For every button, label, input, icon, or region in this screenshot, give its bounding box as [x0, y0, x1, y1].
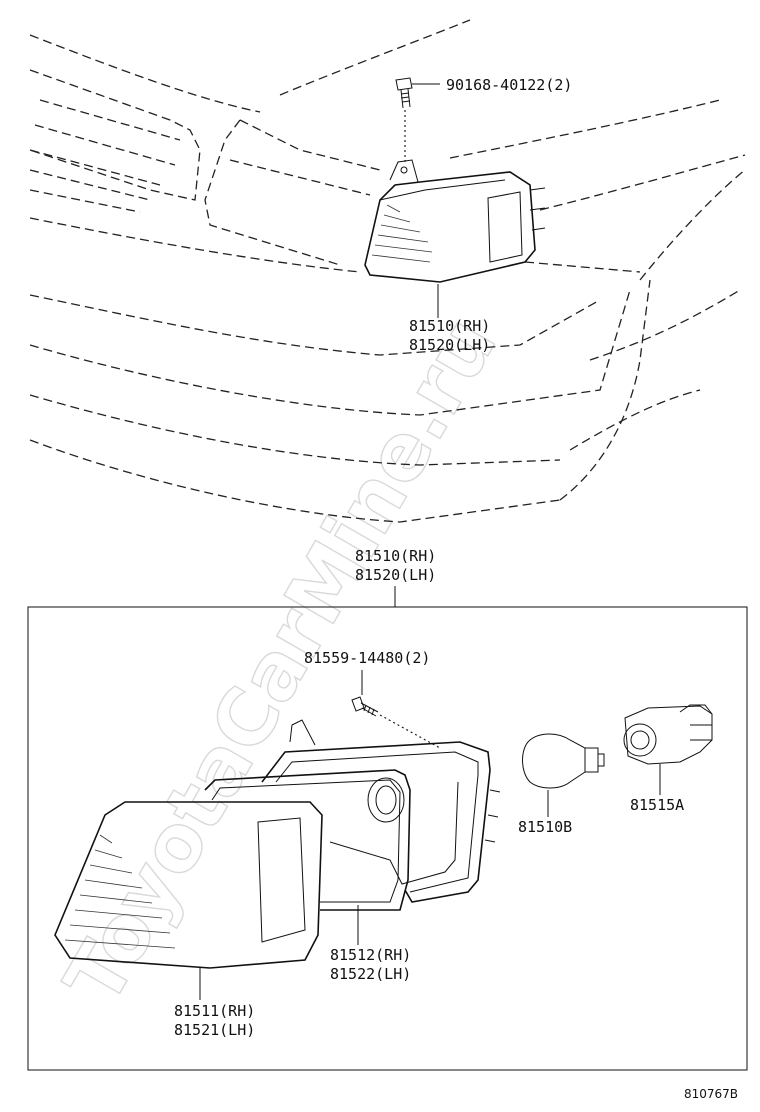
exploded-view-frame — [27, 606, 748, 1071]
screw-icon — [351, 696, 379, 717]
lens-hatching-lower — [64, 834, 176, 949]
label-81522-lh: 81522(LH) — [330, 965, 411, 983]
label-81520-lh-upper: 81520(LH) — [409, 336, 490, 354]
bulb-icon — [522, 733, 605, 789]
label-81511-rh: 81511(RH) — [174, 1002, 255, 1020]
watermark-text: ToyotaCarMine.ru — [49, 303, 515, 1020]
label-81515a: 81515A — [630, 796, 684, 814]
lamp-housing — [261, 719, 501, 903]
socket-icon — [623, 704, 713, 765]
corner-lamp-upper — [364, 159, 546, 283]
label-81510-rh-lower: 81510(RH) — [355, 547, 436, 565]
dotted-screw-path — [379, 714, 441, 749]
vehicle-front-outline — [29, 19, 746, 523]
lamp-lens — [54, 801, 323, 969]
label-81559-14480: 81559-14480(2) — [304, 649, 430, 667]
label-81510b: 81510B — [518, 818, 572, 836]
diagram-code: 810767B — [684, 1087, 738, 1101]
lens-hatching-upper — [371, 204, 433, 263]
bolt-icon-upper — [395, 77, 413, 109]
label-81510-rh-upper: 81510(RH) — [409, 317, 490, 335]
label-90168-40122: 90168-40122(2) — [446, 76, 572, 94]
gasket — [204, 769, 411, 911]
label-81520-lh-lower: 81520(LH) — [355, 566, 436, 584]
label-81512-rh: 81512(RH) — [330, 946, 411, 964]
label-81521-lh: 81521(LH) — [174, 1021, 255, 1039]
